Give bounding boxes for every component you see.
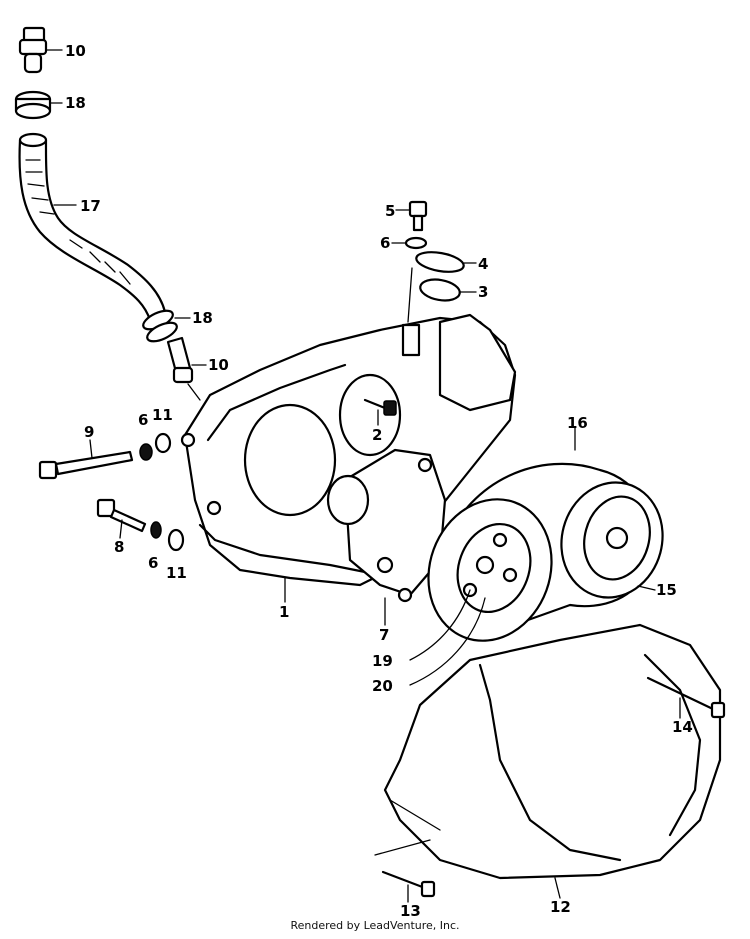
part-belt-cover[interactable] — [374, 623, 722, 899]
part-plain-washer-lower[interactable] — [167, 528, 185, 552]
callout-label: 17 — [80, 197, 101, 215]
callout-label: 16 — [567, 414, 588, 432]
callout-label: 6 — [380, 234, 390, 252]
callout-label: 10 — [65, 42, 86, 60]
part-bolt-top[interactable] — [395, 200, 428, 232]
part-clamp-top[interactable] — [14, 90, 63, 120]
part-bolt-2[interactable] — [363, 398, 397, 426]
part-cover-bolt-short[interactable] — [381, 870, 436, 903]
part-long-bolt[interactable] — [38, 439, 134, 480]
callout-label: 6 — [148, 554, 158, 572]
callout-label: 3 — [478, 283, 488, 301]
part-housing[interactable] — [180, 316, 517, 603]
callout-label: 18 — [65, 94, 86, 112]
part-short-bolt[interactable] — [96, 498, 147, 539]
leader-lines-19-20 — [409, 589, 486, 686]
part-spring-washer-lower[interactable] — [150, 521, 162, 539]
footer-credit: Rendered by LeadVenture, Inc. — [290, 919, 460, 932]
part-cover-plate[interactable] — [407, 249, 477, 323]
callout-label: 14 — [672, 718, 693, 736]
callout-label: 15 — [656, 581, 677, 599]
callout-label: 13 — [400, 902, 421, 920]
callout-label: 7 — [379, 626, 389, 644]
part-clamp-lower[interactable] — [141, 307, 191, 345]
callout-label: 18 — [192, 309, 213, 327]
part-gasket[interactable] — [419, 277, 477, 304]
callout-label: 11 — [166, 564, 187, 582]
callout-label: 5 — [385, 202, 395, 220]
part-washer-top[interactable] — [391, 236, 428, 250]
part-pump-body[interactable] — [326, 313, 517, 626]
part-driven-pulley[interactable] — [549, 471, 676, 609]
callout-label: 8 — [114, 538, 124, 556]
part-drive-pulley[interactable] — [409, 482, 571, 658]
part-spring-washer-upper[interactable] — [139, 443, 153, 461]
part-fitting-top[interactable] — [18, 26, 63, 74]
callout-label: 11 — [152, 406, 173, 424]
callout-label: 1 — [279, 603, 289, 621]
callout-label: 12 — [550, 898, 571, 916]
callout-label: 2 — [372, 426, 382, 444]
part-plain-washer-upper[interactable] — [154, 432, 172, 454]
callout-label: 20 — [372, 677, 393, 695]
callout-label: 4 — [478, 255, 488, 273]
part-cover-bolt-long[interactable] — [646, 676, 726, 719]
callout-label: 19 — [372, 652, 393, 670]
callout-label: 9 — [84, 423, 94, 441]
callout-label: 10 — [208, 356, 229, 374]
callout-labels: 10 18 17 5 6 4 3 18 10 2 9 6 11 16 8 6 1… — [65, 42, 693, 920]
part-hose[interactable] — [18, 132, 167, 322]
part-fitting-lower[interactable] — [166, 336, 207, 401]
callout-label: 6 — [138, 411, 148, 429]
